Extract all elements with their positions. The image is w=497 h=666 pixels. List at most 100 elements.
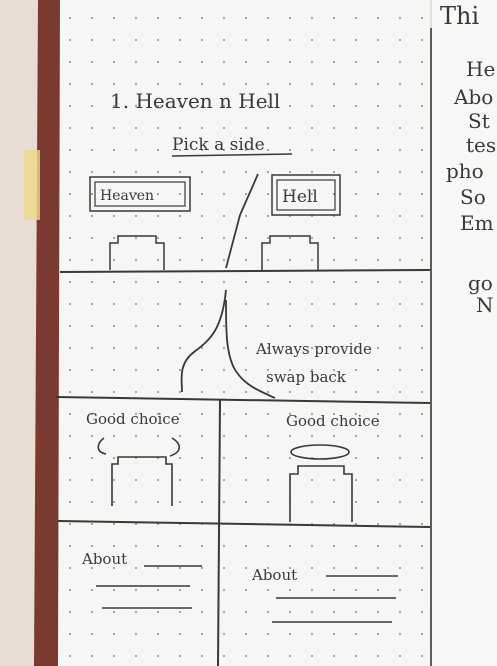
grid-dot <box>223 633 225 635</box>
grid-dot <box>399 479 401 481</box>
grid-dot <box>135 61 137 63</box>
grid-dot <box>377 17 379 19</box>
grid-dot <box>69 611 71 613</box>
grid-dot <box>333 39 335 41</box>
grid-dot <box>135 347 137 349</box>
grid-dot <box>179 567 181 569</box>
grid-dot <box>245 39 247 41</box>
grid-dot <box>399 347 401 349</box>
grid-dot <box>421 589 423 591</box>
grid-dot <box>245 325 247 327</box>
grid-dot <box>311 589 313 591</box>
grid-dot <box>333 501 335 503</box>
grid-dot <box>333 303 335 305</box>
grid-dot <box>377 435 379 437</box>
grid-dot <box>201 193 203 195</box>
grid-dot <box>399 391 401 393</box>
grid-dot <box>135 501 137 503</box>
heaven-figure <box>109 235 165 270</box>
grid-dot <box>355 479 357 481</box>
flow-curve-right <box>225 299 276 399</box>
grid-dot <box>399 413 401 415</box>
grid-dot <box>289 193 291 195</box>
grid-dot <box>113 259 115 261</box>
grid-dot <box>69 193 71 195</box>
hell-box-inner <box>276 179 336 211</box>
grid-dot <box>355 413 357 415</box>
grid-dot <box>333 325 335 327</box>
grid-dot <box>69 127 71 129</box>
grid-dot <box>201 655 203 657</box>
grid-dot <box>421 259 423 261</box>
grid-dot <box>377 479 379 481</box>
grid-dot <box>377 237 379 239</box>
grid-dot <box>223 611 225 613</box>
grid-dot <box>135 413 137 415</box>
grid-dot <box>135 149 137 151</box>
grid-dot <box>267 633 269 635</box>
grid-dot <box>355 171 357 173</box>
grid-dot <box>377 655 379 657</box>
grid-dot <box>245 435 247 437</box>
grid-dot <box>311 369 313 371</box>
grid-dot <box>377 61 379 63</box>
grid-dot <box>267 611 269 613</box>
grid-dot <box>113 171 115 173</box>
grid-dot <box>289 347 291 349</box>
grid-dot <box>179 391 181 393</box>
grid-dot <box>91 83 93 85</box>
grid-dot <box>179 501 181 503</box>
grid-dot <box>223 655 225 657</box>
grid-dot <box>311 39 313 41</box>
grid-dot <box>421 567 423 569</box>
grid-dot <box>69 501 71 503</box>
grid-dot <box>69 325 71 327</box>
grid-dot <box>289 545 291 547</box>
grid-dot <box>399 501 401 503</box>
grid-dot <box>91 479 93 481</box>
grid-dot <box>289 303 291 305</box>
grid-dot <box>377 83 379 85</box>
grid-dot <box>201 545 203 547</box>
grid-dot <box>311 259 313 261</box>
grid-dot <box>113 149 115 151</box>
heaven-box-inner <box>94 181 186 207</box>
grid-dot <box>355 633 357 635</box>
grid-dot <box>333 17 335 19</box>
grid-dot <box>311 347 313 349</box>
grid-dot <box>179 325 181 327</box>
grid-dot <box>69 347 71 349</box>
grid-dot <box>267 655 269 657</box>
grid-dot <box>421 303 423 305</box>
grid-dot <box>333 435 335 437</box>
grid-dot <box>91 105 93 107</box>
grid-dot <box>179 347 181 349</box>
grid-dot <box>69 259 71 261</box>
right-page-note: pho <box>446 159 484 183</box>
grid-dot <box>223 413 225 415</box>
grid-dot <box>333 611 335 613</box>
grid-dot <box>245 391 247 393</box>
divider-vertical <box>217 399 221 666</box>
grid-dot <box>245 105 247 107</box>
grid-dot <box>135 479 137 481</box>
grid-dot <box>377 281 379 283</box>
grid-dot <box>311 611 313 613</box>
grid-dot <box>91 39 93 41</box>
right-page <box>432 0 497 666</box>
grid-dot <box>223 501 225 503</box>
grid-dot <box>245 149 247 151</box>
grid-dot <box>355 655 357 657</box>
grid-dot <box>113 655 115 657</box>
grid-dot <box>69 435 71 437</box>
grid-dot <box>113 61 115 63</box>
grid-dot <box>135 215 137 217</box>
grid-dot <box>289 39 291 41</box>
angel-figure <box>289 465 353 522</box>
grid-dot <box>201 369 203 371</box>
grid-dot <box>333 237 335 239</box>
grid-dot <box>113 325 115 327</box>
grid-dot <box>377 413 379 415</box>
right-page-note: N <box>476 293 494 317</box>
grid-dot <box>135 589 137 591</box>
